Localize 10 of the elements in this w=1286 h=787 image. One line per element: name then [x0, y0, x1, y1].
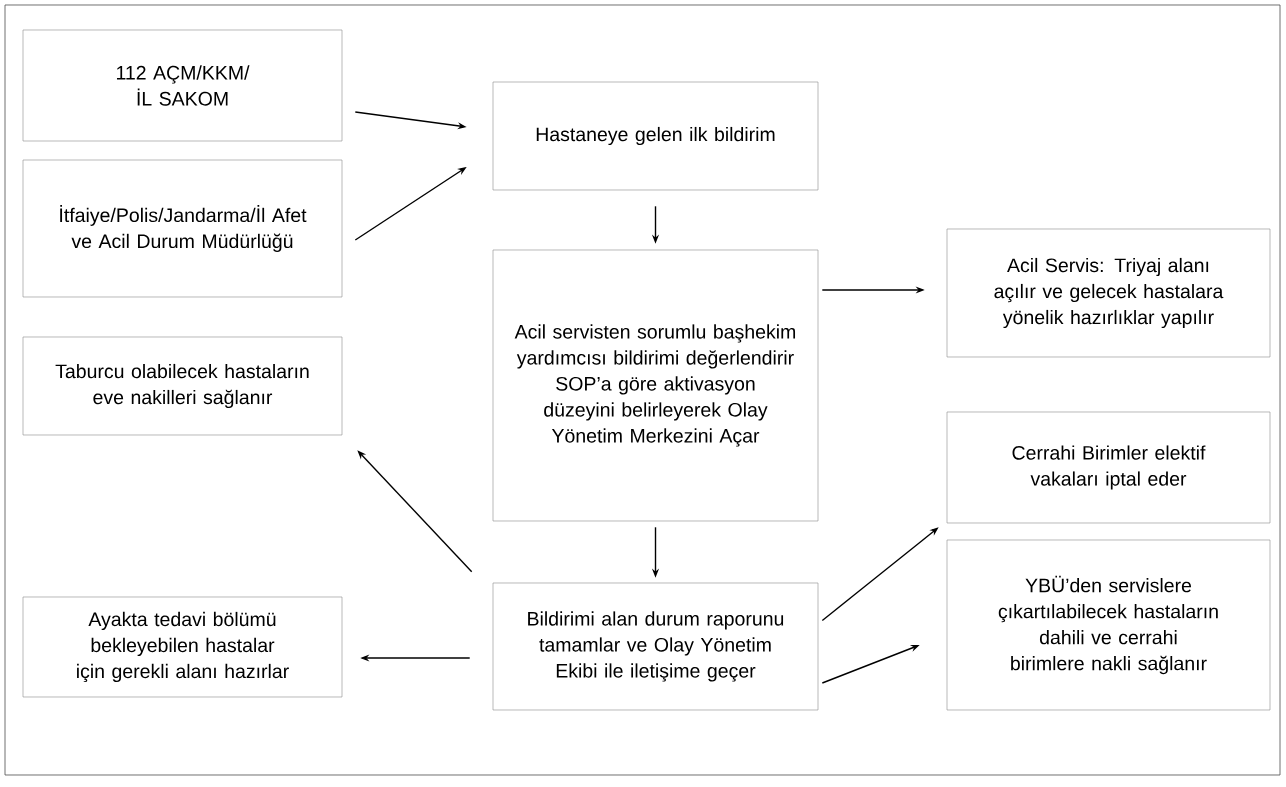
process-box: Taburcu olabilecek hastaların eve nakilleri sağlanır: [22, 336, 343, 436]
process-box: YBÜ’den servislere çıkartılabilecek hastaların dahili ve cerrahi birimlere nakli sağlanır: [946, 539, 1271, 711]
process-box: Bildirimi alan durum raporunu tamamlar ve Olay Yönetim Ekibi ile iletişime geçer: [492, 582, 819, 711]
process-box: Ayakta tedavi bölümü bekleyebilen hastalar için gerekli alanı hazırlar: [22, 596, 343, 698]
process-box: Hastaneye gelen ilk bildirim: [492, 81, 819, 191]
process-box: Acil servisten sorumlu başhekim yardımcısı bildirimi değerlendirir SOP’a göre aktivasyon düzeyini belirleyerek Olay Yönetim Merkezini Açar: [492, 249, 819, 522]
process-box: Acil Servis: Triyaj alanı açılır ve gelecek hastalara yönelik hazırlıklar yapılır: [946, 228, 1271, 358]
process-box: Cerrahi Birimler elektif vakaları iptal eder: [946, 411, 1271, 524]
process-box: İtfaiye/Polis/Jandarma/İl Afet ve Acil Durum Müdürlüğü: [22, 159, 343, 298]
process-box: 112 AÇM/KKM/ İL SAKOM: [22, 29, 343, 142]
